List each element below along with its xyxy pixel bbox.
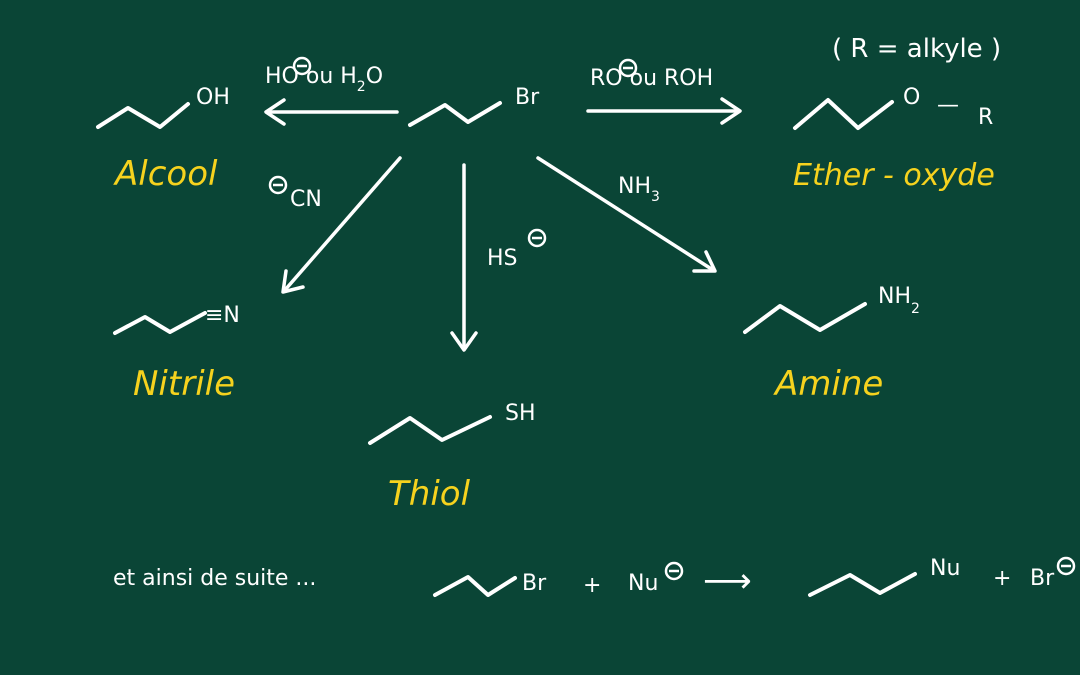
general-product-skeleton <box>808 572 917 597</box>
reactant-bromoalkane: Br <box>408 85 540 127</box>
ammonia-label: NH <box>618 174 651 199</box>
product-amine: NH2 Amine <box>743 284 920 404</box>
general-plus-1: + <box>583 573 601 598</box>
amine-skeleton <box>743 302 867 334</box>
water-label-suffix: O <box>366 64 383 89</box>
arrow-head <box>264 98 286 126</box>
product-ether: ( R = alkyle ) O — R Ether - oxyde <box>793 34 1001 193</box>
general-product-nu: Nu <box>930 556 960 581</box>
svg-text:NH2: NH2 <box>878 284 920 317</box>
reagent-nitrile: CN <box>268 175 322 212</box>
alcohol-label: ou ROH <box>623 66 714 91</box>
nitrile-skeleton <box>113 311 207 335</box>
amine-name: Amine <box>773 364 883 404</box>
arrow-line <box>283 156 402 292</box>
reagent-amine: NH3 <box>618 174 660 205</box>
minus-charge-icon <box>618 58 638 78</box>
arrow-to-thiol <box>450 163 478 352</box>
hydrosulfide-label: HS <box>487 246 518 271</box>
reagent-thiol: HS <box>487 228 547 271</box>
ether-o-label: O <box>903 85 920 110</box>
general-reactant-skeleton <box>433 575 517 597</box>
svg-text:RO ou ROH: RO ou ROH <box>590 66 713 91</box>
thiol-name: Thiol <box>388 474 471 514</box>
amine-subscript: 2 <box>911 301 920 317</box>
product-nitrile: ≡N Nitrile <box>113 303 240 404</box>
general-prefix: et ainsi de suite ... <box>113 566 316 591</box>
ammonia-subscript: 3 <box>651 189 660 205</box>
reagent-alcool: HO ou H2O <box>265 56 383 95</box>
amine-nh-label: NH <box>878 284 911 309</box>
arrow-to-amine <box>536 156 717 273</box>
general-reaction-arrow: ⟶ <box>703 561 752 601</box>
arrow-head <box>450 331 478 352</box>
arrow-head <box>281 269 305 294</box>
alkoxide-label: RO <box>590 66 623 91</box>
reactant-br-label: Br <box>515 85 540 110</box>
product-alcool: OH Alcool <box>96 85 230 194</box>
arrow-to-nitrile <box>281 156 402 294</box>
ether-name: Ether - oxyde <box>793 158 995 193</box>
water-label-prefix: ou H <box>299 64 357 89</box>
minus-charge-icon <box>664 561 684 581</box>
arrow-to-alcool <box>264 98 399 126</box>
general-nucleophile: Nu <box>628 571 658 596</box>
alcool-name: Alcool <box>113 154 218 194</box>
reactant-skeleton <box>408 101 502 127</box>
alcool-skeleton <box>96 102 190 129</box>
minus-charge-icon <box>527 228 547 248</box>
ether-r-label: R <box>978 105 993 130</box>
water-subscript: 2 <box>357 79 366 95</box>
thiol-skeleton <box>368 415 492 445</box>
reagent-ether: RO ou ROH <box>590 58 713 91</box>
nitrile-name: Nitrile <box>133 364 235 404</box>
arrow-to-ether <box>586 97 742 125</box>
product-thiol: SH Thiol <box>368 401 536 514</box>
general-equation: et ainsi de suite ... Br + Nu ⟶ Nu + Br <box>113 556 1076 601</box>
svg-text:NH3: NH3 <box>618 174 660 205</box>
minus-charge-icon <box>292 56 312 76</box>
alcool-oh-label: OH <box>196 85 230 110</box>
ether-bond-dash: — <box>937 93 959 118</box>
ether-skeleton <box>793 98 894 130</box>
general-reactant-br: Br <box>522 571 547 596</box>
general-plus-2: + <box>993 566 1011 591</box>
cyanide-label: CN <box>290 187 322 212</box>
arrow-head <box>720 97 742 125</box>
alkyl-note: ( R = alkyle ) <box>832 34 1001 64</box>
arrow-head <box>692 250 717 273</box>
minus-charge-icon <box>268 175 288 195</box>
general-leaving-br: Br <box>1030 566 1055 591</box>
minus-charge-icon <box>1056 556 1076 576</box>
svg-text:HO ou H2O: HO ou H2O <box>265 64 383 95</box>
nitrile-triple-bond-label: ≡N <box>205 303 240 328</box>
arrow-line <box>536 156 715 272</box>
thiol-sh-label: SH <box>505 401 536 426</box>
